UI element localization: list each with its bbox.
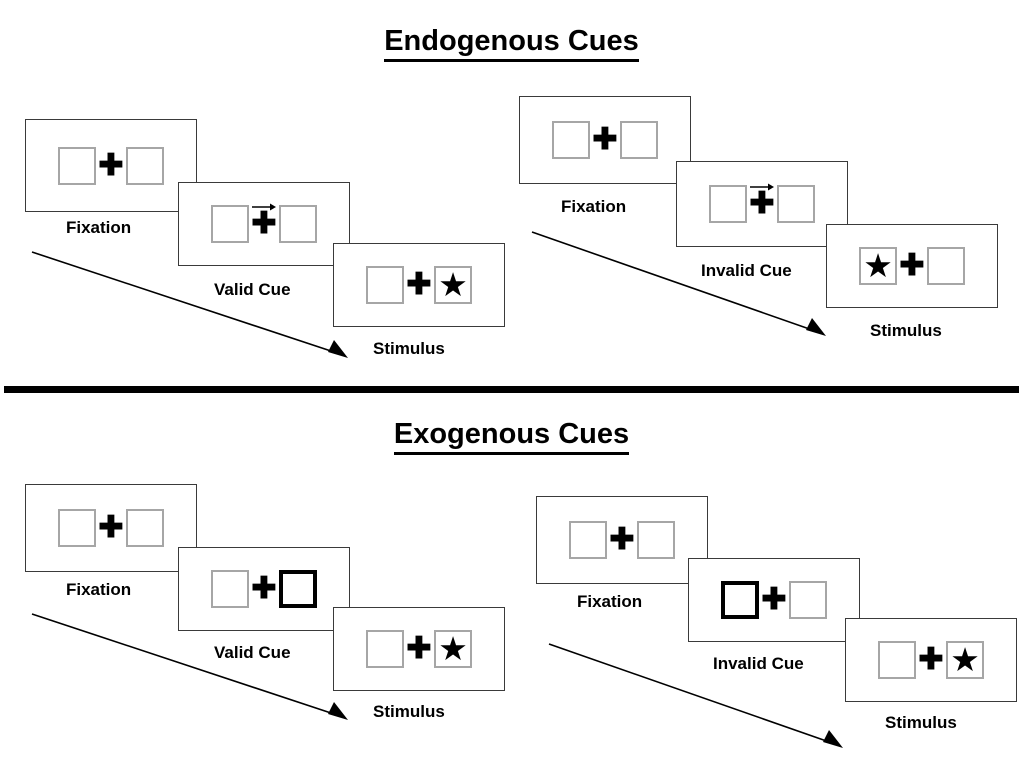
caption-endogenous-invalid-cue: Invalid Cue bbox=[701, 261, 792, 280]
fixation-cross-icon: ✚ bbox=[749, 187, 775, 220]
caption-exogenous-valid-stimulus: Stimulus bbox=[373, 702, 445, 721]
caption-exogenous-valid-fixation: Fixation bbox=[66, 580, 132, 599]
caption-exogenous-invalid-fixation: Fixation bbox=[577, 592, 643, 611]
fixation-cross-container: ✚ bbox=[404, 265, 434, 305]
fixation-cross-container: ✚ bbox=[916, 640, 946, 680]
cell-left-empty bbox=[58, 146, 96, 185]
panel-endogenous-invalid-fixation[interactable]: ✚ bbox=[519, 96, 691, 184]
panel-endogenous-valid-cue[interactable]: ✚ bbox=[178, 182, 350, 266]
caption-endogenous-valid-fixation: Fixation bbox=[66, 218, 132, 237]
cell-left-empty bbox=[366, 266, 404, 304]
arrow-right-cue-icon bbox=[252, 203, 276, 211]
cell-left-star: ★ bbox=[859, 247, 897, 285]
fixation-cross-icon: ✚ bbox=[251, 572, 277, 605]
fixation-cross-icon: ✚ bbox=[918, 643, 944, 676]
panel-endogenous-invalid-stimulus[interactable]: ★ ✚ bbox=[826, 224, 998, 308]
cell-left-empty bbox=[58, 509, 96, 547]
fixation-cross-container: ✚ bbox=[404, 629, 434, 669]
fixation-cross-container: ✚ bbox=[96, 508, 126, 548]
target-star-icon: ★ bbox=[863, 246, 893, 284]
fixation-cross-container: ✚ bbox=[897, 246, 927, 286]
time-arrow-exogenous-invalid bbox=[548, 643, 843, 748]
cell-left-empty bbox=[552, 121, 590, 159]
fixation-cross-container: ✚ bbox=[96, 146, 126, 186]
section-title-exogenous-text: Exogenous Cues bbox=[393, 418, 630, 455]
caption-exogenous-invalid-cue: Invalid Cue bbox=[713, 654, 804, 673]
panel-exogenous-valid-stimulus[interactable]: ✚ ★ bbox=[333, 607, 505, 691]
cell-left-empty bbox=[211, 205, 249, 243]
fixation-cross-icon: ✚ bbox=[406, 632, 432, 665]
fixation-cross-icon: ✚ bbox=[592, 123, 618, 156]
fixation-cross-container: ✚ bbox=[747, 183, 777, 224]
caption-endogenous-invalid-fixation: Fixation bbox=[561, 197, 627, 216]
arrow-right-cue-icon bbox=[750, 183, 774, 191]
section-divider bbox=[4, 386, 1019, 393]
panel-exogenous-invalid-fixation[interactable]: ✚ bbox=[536, 496, 708, 584]
fixation-cross-icon: ✚ bbox=[406, 268, 432, 301]
cell-right-empty bbox=[927, 247, 965, 285]
panel-exogenous-invalid-stimulus[interactable]: ✚ ★ bbox=[845, 618, 1017, 702]
cell-right-star: ★ bbox=[434, 266, 472, 304]
target-star-icon: ★ bbox=[438, 265, 468, 303]
cell-right-star: ★ bbox=[946, 641, 984, 679]
fixation-cross-icon: ✚ bbox=[98, 148, 124, 182]
caption-endogenous-invalid-stimulus: Stimulus bbox=[870, 321, 942, 340]
fixation-cross-container: ✚ bbox=[249, 569, 279, 609]
cell-right-empty bbox=[777, 185, 815, 223]
cell-left-empty bbox=[878, 641, 916, 679]
time-arrow-endogenous-valid bbox=[31, 251, 348, 358]
caption-endogenous-valid-cue: Valid Cue bbox=[214, 280, 291, 299]
fixation-cross-icon: ✚ bbox=[98, 511, 124, 544]
target-star-icon: ★ bbox=[438, 629, 468, 667]
cell-left-empty bbox=[709, 185, 747, 223]
cell-left-box-cue bbox=[721, 581, 759, 619]
panel-exogenous-valid-cue[interactable]: ✚ bbox=[178, 547, 350, 631]
caption-exogenous-valid-cue: Valid Cue bbox=[214, 643, 291, 662]
panel-endogenous-valid-fixation[interactable]: ✚ bbox=[25, 119, 197, 212]
panel-endogenous-invalid-cue[interactable]: ✚ bbox=[676, 161, 848, 247]
target-star-icon: ★ bbox=[950, 640, 980, 678]
fixation-cross-container: ✚ bbox=[759, 580, 789, 620]
section-title-exogenous: Exogenous Cues bbox=[0, 418, 1023, 455]
cell-right-box-cue bbox=[279, 570, 317, 608]
cell-right-empty bbox=[126, 146, 164, 185]
section-title-endogenous-text: Endogenous Cues bbox=[384, 25, 639, 62]
section-title-endogenous: Endogenous Cues bbox=[0, 25, 1023, 62]
panel-exogenous-invalid-cue[interactable]: ✚ bbox=[688, 558, 860, 642]
panel-exogenous-valid-fixation[interactable]: ✚ bbox=[25, 484, 197, 572]
cell-left-empty bbox=[366, 630, 404, 668]
fixation-cross-container: ✚ bbox=[249, 203, 279, 244]
cell-right-empty bbox=[126, 509, 164, 547]
fixation-cross-icon: ✚ bbox=[251, 207, 277, 240]
fixation-cross-icon: ✚ bbox=[761, 583, 787, 616]
panel-endogenous-valid-stimulus[interactable]: ✚ ★ bbox=[333, 243, 505, 327]
cell-left-empty bbox=[211, 570, 249, 608]
cell-right-empty bbox=[637, 521, 675, 559]
cell-right-empty bbox=[620, 121, 658, 159]
cell-right-empty bbox=[279, 205, 317, 243]
cell-right-star: ★ bbox=[434, 630, 472, 668]
fixation-cross-icon: ✚ bbox=[899, 249, 925, 282]
caption-endogenous-valid-stimulus: Stimulus bbox=[373, 339, 445, 358]
fixation-cross-icon: ✚ bbox=[609, 523, 635, 556]
fixation-cross-container: ✚ bbox=[607, 520, 637, 560]
cell-left-empty bbox=[569, 521, 607, 559]
fixation-cross-container: ✚ bbox=[590, 120, 620, 160]
caption-exogenous-invalid-stimulus: Stimulus bbox=[885, 713, 957, 732]
cell-right-empty bbox=[789, 581, 827, 619]
